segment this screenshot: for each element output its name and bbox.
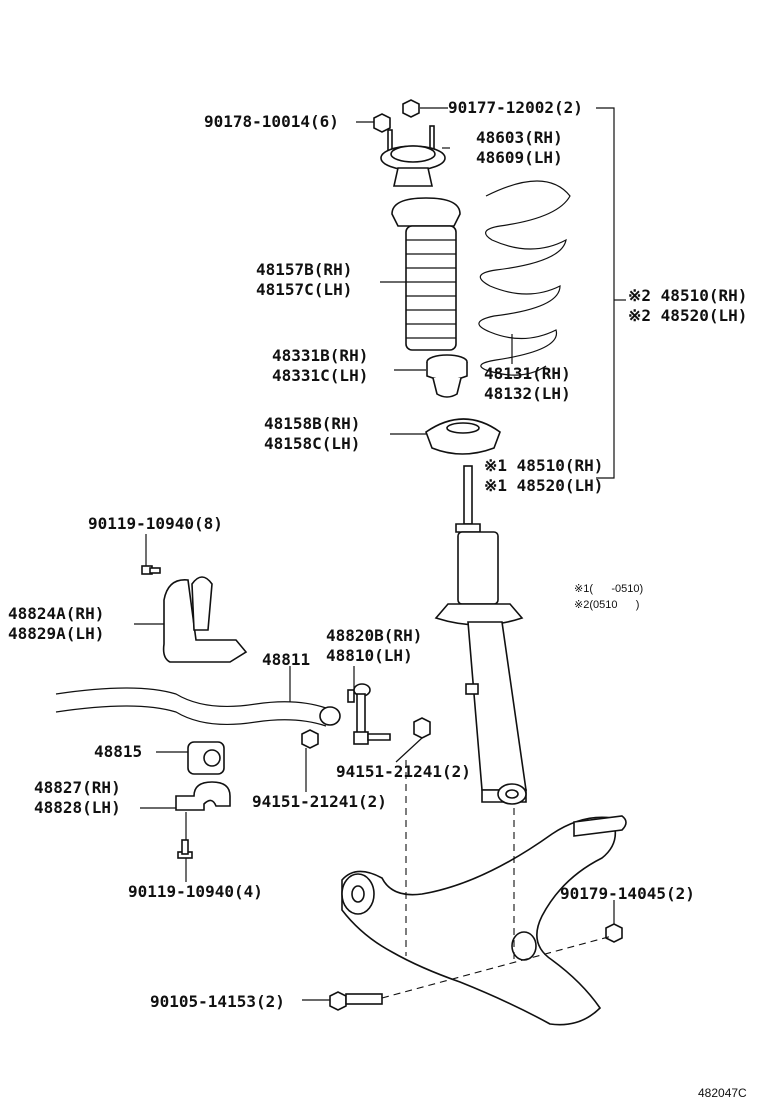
label-spring-lh: 48132(LH) <box>484 384 571 403</box>
label-bolt-bracket-bottom: 90119-10940(4) <box>128 882 263 901</box>
label-bracket-lh: 48829A(LH) <box>8 624 105 643</box>
bolt-90119-bottom-icon <box>177 839 193 859</box>
label-absorber1-lh: ※1 48520(LH) <box>484 476 604 495</box>
label-assy2-rh: ※2 48510(RH) <box>628 286 748 305</box>
label-nut-link-left: 94151-21241(2) <box>252 792 387 811</box>
nut-90179-icon <box>605 923 623 943</box>
label-nut-90177: 90177-12002(2) <box>448 98 583 117</box>
bracket-icon <box>162 576 248 663</box>
label-stabilizer-bar: 48811 <box>262 650 311 669</box>
assembly-dashed-lines <box>381 760 613 999</box>
label-seat-lh: 48158C(LH) <box>264 434 361 453</box>
bolt-90119-top-icon <box>141 565 161 575</box>
stabilizer-bar-icon <box>55 687 341 727</box>
spring-seat-icon <box>425 418 501 455</box>
label-nut-90178: 90178-10014(6) <box>204 112 339 131</box>
lower-arm-icon <box>341 815 627 1026</box>
label-absorber1-rh: ※1 48510(RH) <box>484 456 604 475</box>
label-clamp-rh: 48827(RH) <box>34 778 121 797</box>
label-bumper-rh: 48331B(RH) <box>272 346 369 365</box>
stabilizer-link-icon <box>301 683 431 749</box>
label-support-lh: 48609(LH) <box>476 148 563 167</box>
label-bolt-bracket-top: 90119-10940(8) <box>88 514 223 533</box>
nut-90177-icon <box>402 99 420 118</box>
label-bushing: 48815 <box>94 742 143 761</box>
label-bracket-rh: 48824A(RH) <box>8 604 105 623</box>
dust-boot-icon <box>391 197 461 351</box>
label-bumper-lh: 48331C(LH) <box>272 366 369 385</box>
nut-90178-icon <box>373 113 391 133</box>
bolt-90105-icon <box>329 991 383 1011</box>
label-boot-rh: 48157B(RH) <box>256 260 353 279</box>
clamp-icon <box>175 781 231 811</box>
label-bolt-arm: 90105-14153(2) <box>150 992 285 1011</box>
label-seat-rh: 48158B(RH) <box>264 414 361 433</box>
label-clamp-lh: 48828(LH) <box>34 798 121 817</box>
label-assy2-lh: ※2 48520(LH) <box>628 306 748 325</box>
label-nut-link-right: 94151-21241(2) <box>336 762 471 781</box>
shock-absorber-icon <box>434 465 527 805</box>
diagram-code: 482047C <box>698 1086 747 1100</box>
label-spring-rh: 48131(RH) <box>484 364 571 383</box>
upper-support-icon <box>380 125 446 187</box>
label-support-rh: 48603(RH) <box>476 128 563 147</box>
label-boot-lh: 48157C(LH) <box>256 280 353 299</box>
bushing-icon <box>187 741 225 775</box>
bump-stopper-icon <box>426 354 468 398</box>
note-2: ※2(0510 ) <box>574 599 640 611</box>
leader-lines <box>134 107 626 1001</box>
label-link-rh: 48820B(RH) <box>326 626 423 645</box>
label-link-lh: 48810(LH) <box>326 646 413 665</box>
note-1: ※1( -0510) <box>574 583 644 595</box>
label-nut-arm: 90179-14045(2) <box>560 884 695 903</box>
coil-spring-icon <box>478 180 571 376</box>
